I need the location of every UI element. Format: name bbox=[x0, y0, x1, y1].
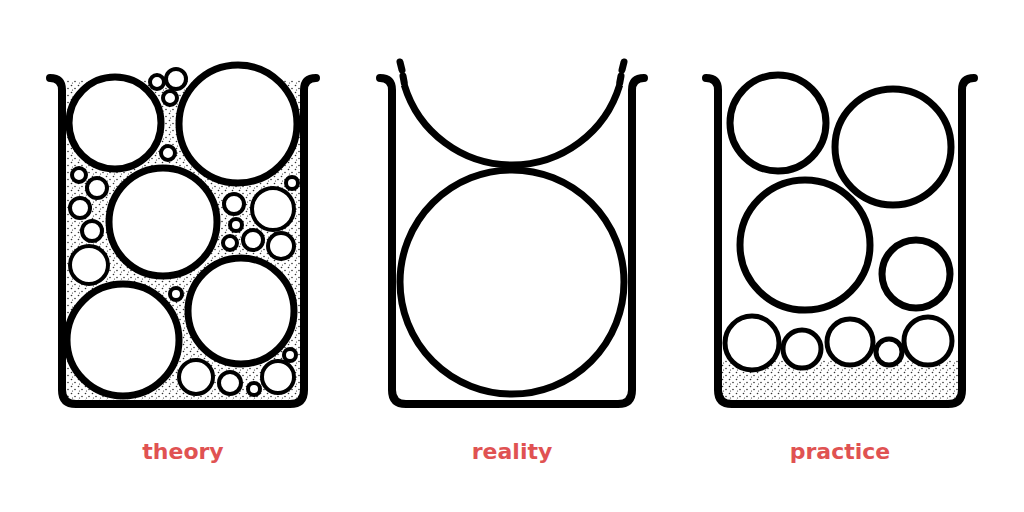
beaker-caption: practice bbox=[790, 439, 891, 465]
practice-beaker bbox=[706, 75, 974, 404]
reality-beaker bbox=[380, 62, 644, 404]
beaker-caption: reality bbox=[472, 439, 553, 465]
theory-beaker bbox=[50, 65, 316, 404]
beaker-caption: theory bbox=[142, 439, 223, 465]
